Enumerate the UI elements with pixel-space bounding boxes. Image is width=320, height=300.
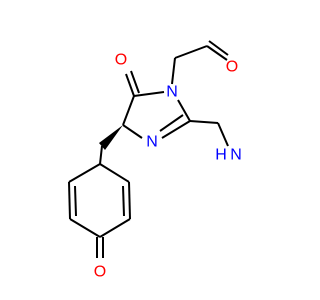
- bond-ch2-nh2: [217, 122, 229, 147]
- bond-n1-c2: [177, 99, 191, 122]
- bond-r5-r6-double: [122, 185, 125, 217]
- bond-ch2-ring: [99, 145, 103, 165]
- bond-ch2-cho: [174, 45, 208, 59]
- bond-c2-n3-a: [161, 120, 191, 139]
- structure-canvas: O O N N H N O: [68, 40, 242, 281]
- bond-c5-o-b: [130, 70, 140, 94]
- bond-c4-c5: [122, 95, 135, 126]
- atom-o-aldehyde: O: [226, 59, 238, 76]
- bond-n3-c4: [122, 124, 143, 139]
- aminomethyl-group: [189, 120, 229, 147]
- bond-r4-r5: [99, 218, 131, 238]
- atom-nh2-h: H: [215, 147, 227, 164]
- bond-n1-ch2: [171, 57, 176, 85]
- molecule-diagram: O O N N H N O: [68, 40, 242, 281]
- benzyl-linker: [99, 125, 123, 165]
- bond-c5-o-a: [125, 73, 135, 97]
- aldehyde-group: [171, 40, 229, 85]
- atom-n3: N: [146, 134, 158, 151]
- bond-r5-r6: [128, 181, 131, 220]
- bond-c2-n3-b: [159, 114, 184, 132]
- bond-r1-r2: [68, 163, 101, 183]
- stereo-wedge: [99, 125, 123, 150]
- bond-c-o-double: [208, 40, 229, 56]
- cyclohexadienone-ring: [68, 163, 131, 258]
- bond-c2-ch2: [189, 120, 219, 124]
- atom-o-ring-ketone: O: [115, 52, 127, 69]
- bond-c-o-single: [206, 45, 228, 61]
- atom-n1: N: [166, 84, 178, 101]
- bond-r2-r3: [68, 181, 71, 220]
- atom-nh2-n: N: [230, 147, 242, 164]
- bond-r3-r4: [69, 218, 101, 238]
- atom-o-dienone: O: [94, 264, 106, 281]
- bond-r6-r1: [99, 163, 130, 183]
- bond-c5-n1: [133, 91, 165, 97]
- imidazolone-ring: [122, 70, 191, 139]
- bond-r2-r3-double: [74, 185, 77, 217]
